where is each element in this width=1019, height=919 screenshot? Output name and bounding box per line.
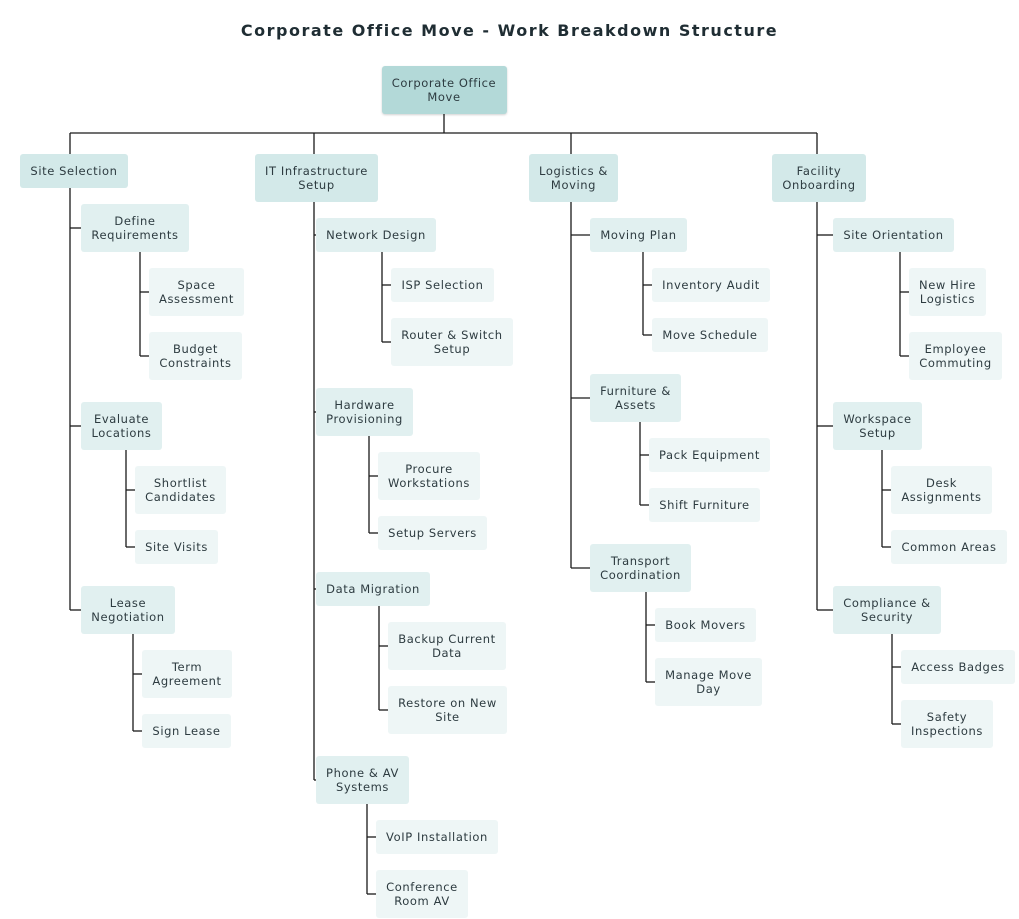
wbs-node-voip-installation: VoIP Installation bbox=[376, 820, 498, 854]
wbs-node-corporate-office-move: Corporate Office Move bbox=[381, 66, 507, 114]
wbs-node-router-and-switch-setup: Router & Switch Setup bbox=[391, 318, 513, 366]
wbs-node-term-agreement: Term Agreement bbox=[142, 650, 232, 698]
wbs-node-lease-negotiation: Lease Negotiation bbox=[81, 586, 175, 634]
wbs-node-employee-commuting: Employee Commuting bbox=[909, 332, 1002, 380]
wbs-node-safety-inspections: Safety Inspections bbox=[901, 700, 993, 748]
wbs-node-desk-assignments: Desk Assignments bbox=[891, 466, 992, 514]
wbs-node-it-infrastructure-setup: IT Infrastructure Setup bbox=[255, 154, 378, 202]
wbs-node-hardware-provisioning: Hardware Provisioning bbox=[316, 388, 413, 436]
wbs-node-common-areas: Common Areas bbox=[891, 530, 1007, 564]
wbs-node-network-design: Network Design bbox=[316, 218, 436, 252]
wbs-node-backup-current-data: Backup Current Data bbox=[388, 622, 506, 670]
wbs-node-workspace-setup: Workspace Setup bbox=[833, 402, 922, 450]
wbs-node-site-visits: Site Visits bbox=[135, 530, 218, 564]
wbs-node-setup-servers: Setup Servers bbox=[378, 516, 487, 550]
diagram-title: Corporate Office Move - Work Breakdown S… bbox=[240, 21, 779, 40]
wbs-node-furniture-and-assets: Furniture & Assets bbox=[590, 374, 681, 422]
wbs-node-new-hire-logistics: New Hire Logistics bbox=[909, 268, 986, 316]
wbs-node-move-schedule: Move Schedule bbox=[652, 318, 768, 352]
wbs-node-compliance-and-security: Compliance & Security bbox=[833, 586, 941, 634]
wbs-node-phone-and-av-systems: Phone & AV Systems bbox=[316, 756, 409, 804]
wbs-node-shortlist-candidates: Shortlist Candidates bbox=[135, 466, 226, 514]
wbs-node-inventory-audit: Inventory Audit bbox=[652, 268, 770, 302]
wbs-node-define-requirements: Define Requirements bbox=[81, 204, 189, 252]
wbs-node-sign-lease: Sign Lease bbox=[142, 714, 231, 748]
wbs-node-pack-equipment: Pack Equipment bbox=[649, 438, 770, 472]
wbs-node-restore-on-new-site: Restore on New Site bbox=[388, 686, 507, 734]
wbs-node-budget-constraints: Budget Constraints bbox=[149, 332, 242, 380]
wbs-node-access-badges: Access Badges bbox=[901, 650, 1015, 684]
wbs-node-moving-plan: Moving Plan bbox=[590, 218, 687, 252]
wbs-node-transport-coordination: Transport Coordination bbox=[590, 544, 691, 592]
wbs-node-space-assessment: Space Assessment bbox=[149, 268, 244, 316]
wbs-node-book-movers: Book Movers bbox=[655, 608, 756, 642]
wbs-node-site-selection: Site Selection bbox=[20, 154, 128, 188]
wbs-node-manage-move-day: Manage Move Day bbox=[655, 658, 762, 706]
wbs-node-logistics-and-moving: Logistics & Moving bbox=[529, 154, 618, 202]
wbs-node-data-migration: Data Migration bbox=[316, 572, 430, 606]
wbs-node-shift-furniture: Shift Furniture bbox=[649, 488, 760, 522]
wbs-node-procure-workstations: Procure Workstations bbox=[378, 452, 480, 500]
wbs-node-isp-selection: ISP Selection bbox=[391, 268, 494, 302]
wbs-node-site-orientation: Site Orientation bbox=[833, 218, 954, 252]
wbs-node-conference-room-av: Conference Room AV bbox=[376, 870, 468, 918]
wbs-node-facility-onboarding: Facility Onboarding bbox=[772, 154, 866, 202]
wbs-node-evaluate-locations: Evaluate Locations bbox=[81, 402, 162, 450]
